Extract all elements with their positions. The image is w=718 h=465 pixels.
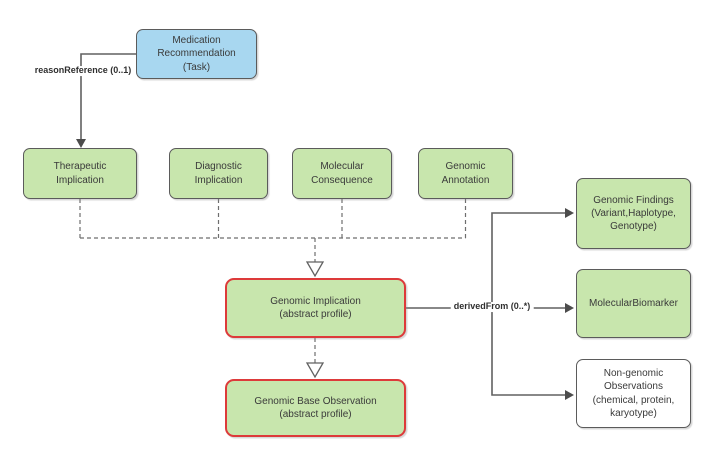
node-therapeutic-implication[interactable]: Therapeutic Implication: [23, 148, 137, 199]
node-medication-recommendation[interactable]: Medication Recommendation (Task): [136, 29, 257, 79]
node-genomic-base-observation[interactable]: Genomic Base Observation (abstract profi…: [225, 379, 406, 437]
arrowhead-right-biomarker: [565, 303, 574, 313]
edge-label-derived-from: derivedFrom (0..*): [450, 301, 534, 312]
arrowhead-down-solid: [76, 139, 86, 148]
edge-dashed-tree: [79, 199, 467, 262]
edge-label-reason-reference: reasonReference (0..1): [31, 65, 135, 76]
node-molecular-consequence[interactable]: Molecular Consequence: [292, 148, 392, 199]
node-genomic-annotation[interactable]: Genomic Annotation: [418, 148, 513, 199]
arrowhead-right-findings: [565, 208, 574, 218]
node-diagnostic-implication[interactable]: Diagnostic Implication: [169, 148, 268, 199]
arrowhead-triangle-open-top: [305, 261, 325, 278]
arrowhead-right-non-genomic: [565, 390, 574, 400]
node-genomic-findings[interactable]: Genomic Findings (Variant,Haplotype, Gen…: [576, 178, 691, 249]
node-molecular-biomarker[interactable]: MolecularBiomarker: [576, 269, 691, 338]
node-genomic-implication[interactable]: Genomic Implication (abstract profile): [225, 278, 406, 338]
arrowhead-triangle-open-bottom: [305, 362, 325, 379]
node-non-genomic-observations[interactable]: Non-genomic Observations (chemical, prot…: [576, 359, 691, 428]
